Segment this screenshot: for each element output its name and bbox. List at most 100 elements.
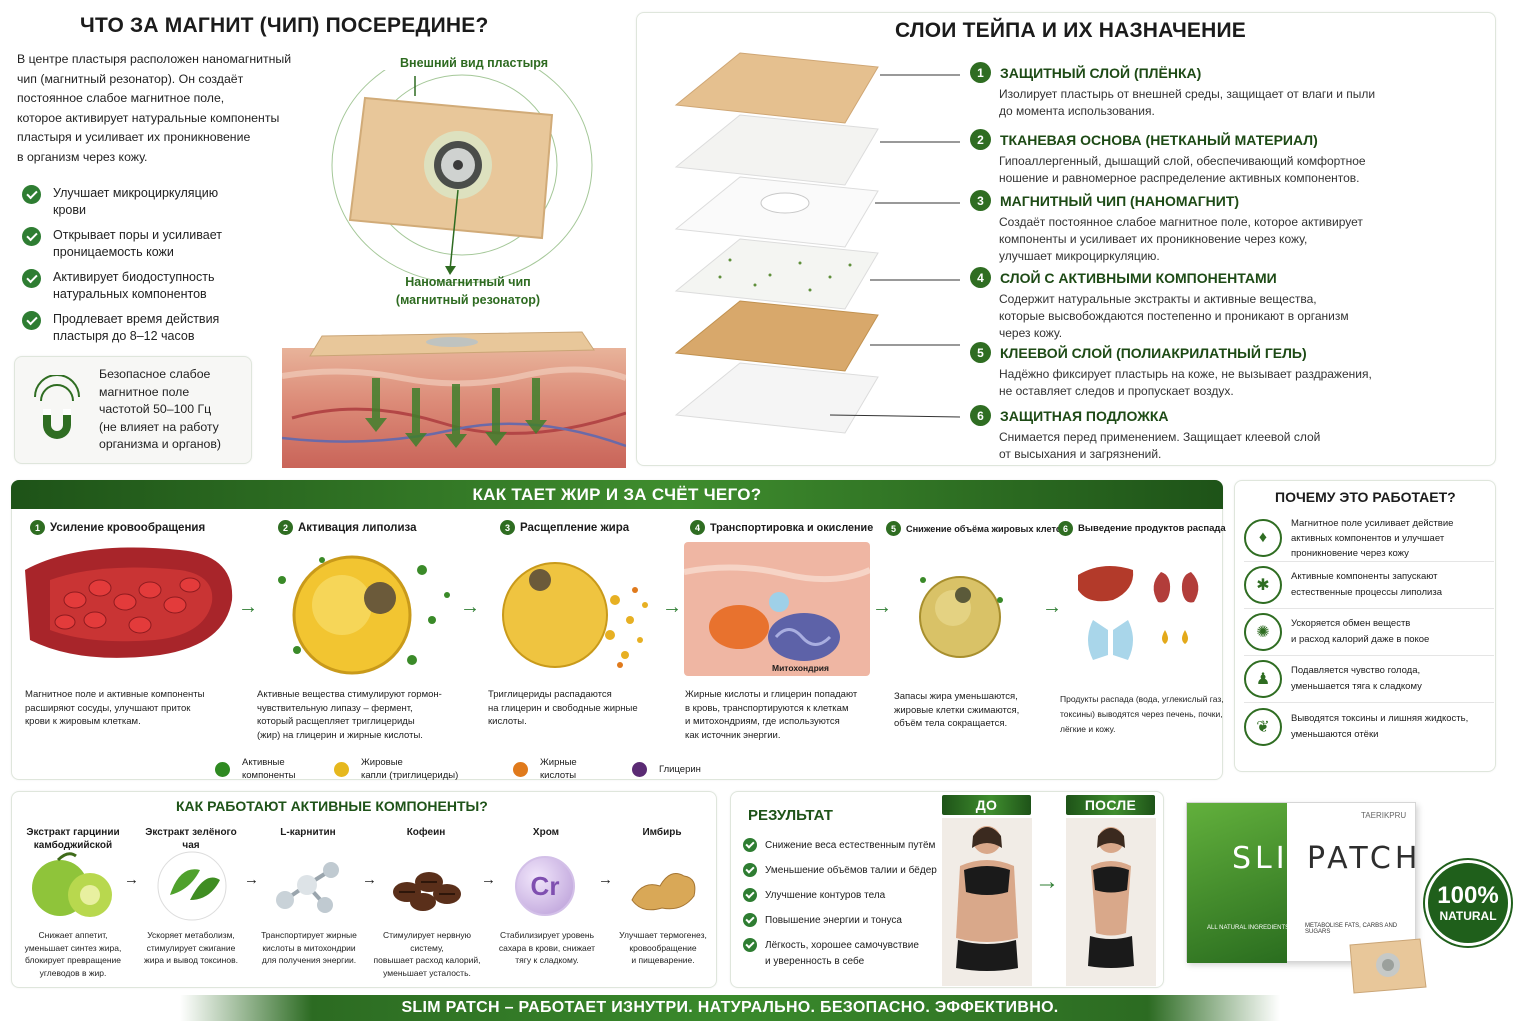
fat-desc-6: Продукты распада (вода, углекислый газ,т…: [1060, 694, 1224, 734]
patch-label-top: Внешний вид пластыря: [400, 56, 549, 70]
check-icon: [743, 913, 757, 927]
ing-title-3: L-карнитин: [280, 827, 336, 838]
natural-badge: 100% NATURAL: [1425, 860, 1511, 946]
result-item: Снижение веса естественным путём: [743, 838, 943, 854]
arrow-icon: →: [1035, 868, 1059, 895]
chromium-icon: Cr: [515, 856, 575, 916]
ingredients-panel: [11, 791, 717, 988]
arrow-icon: →: [238, 596, 258, 618]
product-box: TAERIKPRU SLIM PATCH ALL NATURAL INGREDI…: [1186, 802, 1417, 963]
why-title: ПОЧЕМУ ЭТО РАБОТАЕТ?: [1275, 489, 1456, 505]
fatsplit-illustration: [502, 562, 648, 668]
check-icon: [22, 227, 41, 246]
result-item: Уменьшение объёмов талии и бёдер: [743, 863, 943, 879]
legend-dot-active: [215, 761, 230, 777]
metabolism-icon: ✺: [1244, 613, 1282, 651]
fat-title: КАК ТАЕТ ЖИР И ЗА СЧЁТ ЧЕГО?: [11, 480, 1223, 509]
organs-illustration: [1078, 566, 1199, 660]
ingredients-title: КАК РАБОТАЮТ АКТИВНЫЕ КОМПОНЕНТЫ?: [176, 798, 488, 814]
check-icon: [22, 311, 41, 330]
ing-title-4: Кофеин: [406, 827, 446, 838]
magnet-intro: В центре пластыря расположен наномагнитн…: [17, 52, 292, 164]
after-label: ПОСЛЕ: [1066, 795, 1155, 815]
mitochondria-illustration: [684, 542, 870, 676]
before-photo: [942, 818, 1032, 986]
fat-desc-2: Активные вещества стимулируют гормон-чув…: [257, 689, 442, 741]
check-icon: [22, 185, 41, 204]
product-brand: TAERIKPRU: [1361, 811, 1407, 820]
mito-label: Митохондрия: [772, 663, 829, 673]
garcinia-icon: [32, 852, 112, 917]
why-item: ♟Подавляется чувство голода,уменьшается …: [1244, 656, 1494, 703]
arrow-icon: →: [481, 871, 496, 888]
why-item: ❦Выводятся токсины и лишняя жидкость,уме…: [1244, 703, 1494, 750]
result-item: Повышение энергии и тонуса: [743, 913, 943, 929]
product-name-right: PATCH: [1307, 841, 1422, 876]
patch-illustration: [331, 70, 593, 284]
check-icon: [743, 838, 757, 852]
product-line1: ALL NATURAL INGREDIENTS: [1207, 925, 1290, 931]
ing-desc-2: Ускоряет метаболизм,стимулирует сжигание…: [144, 930, 238, 965]
product-green-side: [1187, 803, 1287, 963]
ing-desc-1: Снижает аппетит,уменьшает синтез жира,бл…: [24, 930, 122, 978]
before-label: ДО: [942, 795, 1031, 815]
arrow-icon: →: [872, 596, 892, 618]
patch-sample: [1349, 938, 1427, 994]
ing-title-6: Имбирь: [642, 827, 682, 838]
arrow-icon: →: [362, 871, 377, 888]
magnet-icon: [34, 375, 80, 439]
ing-title-5: Хром: [532, 827, 560, 838]
arrow-icon: →: [244, 871, 259, 888]
leaf-icon: ❦: [1244, 707, 1282, 746]
arrow-icon: →: [460, 596, 480, 618]
check-icon: [743, 888, 757, 902]
product-line2: METABOLISE FATS, CARBS AND SUGARS: [1305, 923, 1398, 935]
layers-title: СЛОИ ТЕЙПА И ИХ НАЗНАЧЕНИЕ: [895, 19, 1246, 42]
arrow-icon: →: [662, 596, 682, 618]
skin-illustration: [282, 331, 626, 468]
arrow-icon: →: [598, 871, 613, 888]
legend-dot-acids: [513, 761, 528, 777]
greentea-icon: [157, 851, 227, 921]
smallcell-illustration: [919, 576, 1003, 658]
fat-desc-5: Запасы жира уменьшаются,жировые клетки с…: [894, 691, 1020, 729]
ing-title-2: Экстракт зелёного чая: [145, 827, 237, 851]
drop-icon: ♦: [1244, 519, 1282, 557]
check-icon: [743, 938, 757, 952]
ing-desc-4: Стимулирует нервную систему,повышает рас…: [373, 930, 481, 978]
result-title: РЕЗУЛЬТАТ: [748, 807, 833, 824]
footer-banner: SLIM PATCH – РАБОТАЕТ ИЗНУТРИ. НАТУРАЛЬН…: [180, 995, 1280, 1021]
ginger-icon: [631, 873, 696, 911]
check-icon: [743, 863, 757, 877]
legend-dot-fat: [334, 761, 349, 777]
coffee-icon: [393, 872, 461, 911]
result-list: Снижение веса естественным путём Уменьше…: [743, 838, 943, 979]
check-icon: [22, 269, 41, 288]
